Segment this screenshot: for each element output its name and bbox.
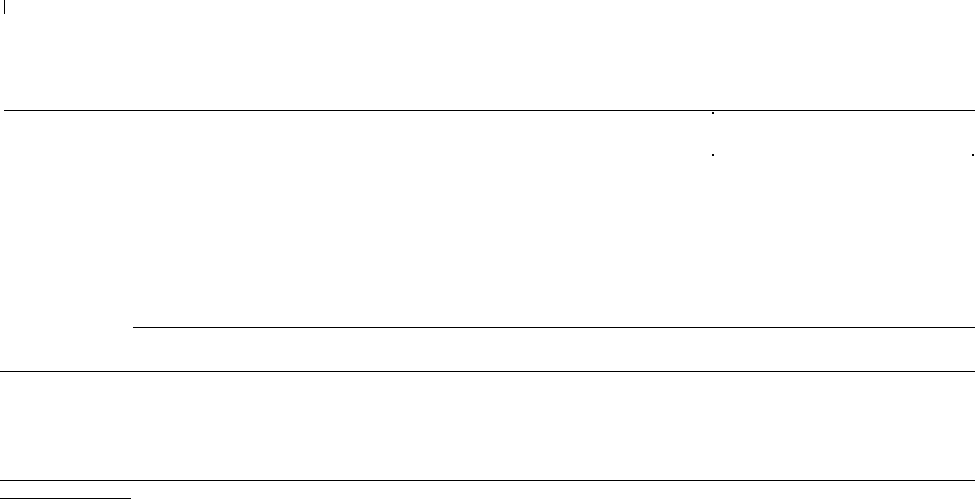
section-divider bbox=[0, 371, 975, 372]
content-divider bbox=[133, 327, 975, 328]
subtotal-row-cell bbox=[133, 328, 975, 371]
bottom-content-cell bbox=[0, 372, 975, 480]
corner-mark bbox=[712, 112, 714, 114]
signature-underline bbox=[0, 498, 131, 499]
header-divider bbox=[4, 110, 975, 111]
left-edge-tick bbox=[4, 0, 5, 14]
corner-mark bbox=[972, 154, 974, 156]
left-label-cell bbox=[4, 111, 131, 371]
right-top-cell bbox=[714, 111, 975, 155]
main-content-cell bbox=[133, 111, 713, 327]
header-region bbox=[4, 0, 975, 110]
corner-mark bbox=[712, 154, 714, 156]
footer-divider bbox=[0, 480, 975, 481]
